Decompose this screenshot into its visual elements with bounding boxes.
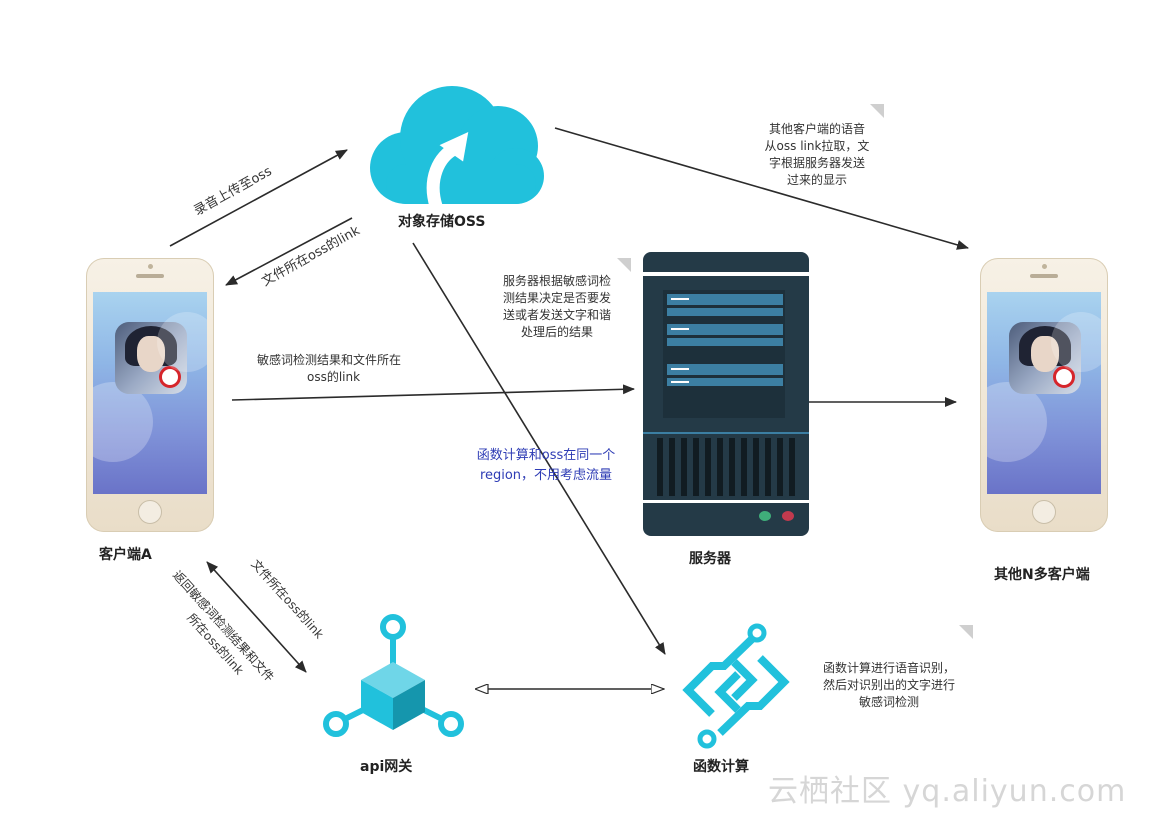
others-note-line: 其他客户端的语音 (768, 122, 865, 136)
other-clients-label: 其他N多客户端 (994, 567, 1090, 583)
others-note: 其他客户端的语音 从oss link拉取，文 字根据服务器发送 过来的显示 (752, 121, 882, 189)
oss-label: 对象存储OSS (398, 214, 486, 230)
server-label: 服务器 (689, 551, 731, 567)
phone-screen (987, 292, 1101, 494)
client-a-phone (86, 258, 214, 532)
to-server-label-2: oss的link (307, 370, 361, 384)
speaker-icon (136, 274, 164, 278)
camera-icon (1042, 264, 1047, 269)
other-clients-phone (980, 258, 1108, 532)
arrow-client-gateway (206, 561, 307, 673)
netease-logo-icon (159, 366, 181, 388)
region-note: 函数计算和oss在同一个 region，不用考虑流量 (458, 446, 634, 486)
home-button (138, 500, 162, 524)
api-gateway-label: api网关 (360, 759, 413, 775)
game-app-icon[interactable] (115, 322, 187, 394)
function-note-line: 函数计算进行语音识别， (822, 661, 955, 675)
netease-logo-icon (1053, 366, 1075, 388)
function-compute-icon (682, 623, 790, 749)
arrow-oss-to-function (412, 242, 666, 655)
arrow-oss-to-others (554, 127, 969, 250)
home-button (1032, 500, 1056, 524)
note-fold-icon (870, 104, 884, 118)
server-note-line: 服务器根据敏感词检 (502, 274, 611, 288)
cube-gateway-icon (323, 614, 464, 737)
server-note: 服务器根据敏感词检 测结果决定是否要发 送或者发送文字和谐 处理后的结果 (492, 273, 622, 341)
server-rack-icon (643, 252, 809, 536)
server-note-line: 测结果决定是否要发 (502, 291, 611, 305)
function-note-line: 敏感词检测 (858, 695, 919, 709)
watermark: 云栖社区 yq.aliyun.com (768, 774, 1127, 809)
speaker-icon (1030, 274, 1058, 278)
phone-screen (93, 292, 207, 494)
others-note-line: 从oss link拉取，文 (764, 139, 870, 153)
arrow-link-back (225, 217, 353, 286)
region-note-line: 函数计算和oss在同一个 (476, 448, 616, 463)
note-fold-icon (617, 258, 631, 272)
client-a-label: 客户端A (99, 547, 152, 563)
server-note-line: 处理后的结果 (520, 325, 593, 339)
arrow-client-to-server (231, 384, 635, 401)
function-compute-label: 函数计算 (693, 759, 749, 775)
region-note-line: region，不用考虑流量 (479, 468, 613, 483)
camera-icon (148, 264, 153, 269)
to-server-label-1: 敏感词检测结果和文件所在 (257, 353, 402, 367)
function-note: 函数计算进行语音识别， 然后对识别出的文字进行 敏感词检测 (812, 660, 966, 711)
others-note-line: 过来的显示 (786, 173, 847, 187)
server-note-line: 送或者发送文字和谐 (502, 308, 611, 322)
game-app-icon[interactable] (1009, 322, 1081, 394)
cloud-upload-icon (370, 86, 544, 213)
function-note-line: 然后对识别出的文字进行 (822, 678, 955, 692)
note-fold-icon (959, 625, 973, 639)
others-note-line: 字根据服务器发送 (768, 156, 865, 170)
arrow-upload (169, 149, 348, 247)
